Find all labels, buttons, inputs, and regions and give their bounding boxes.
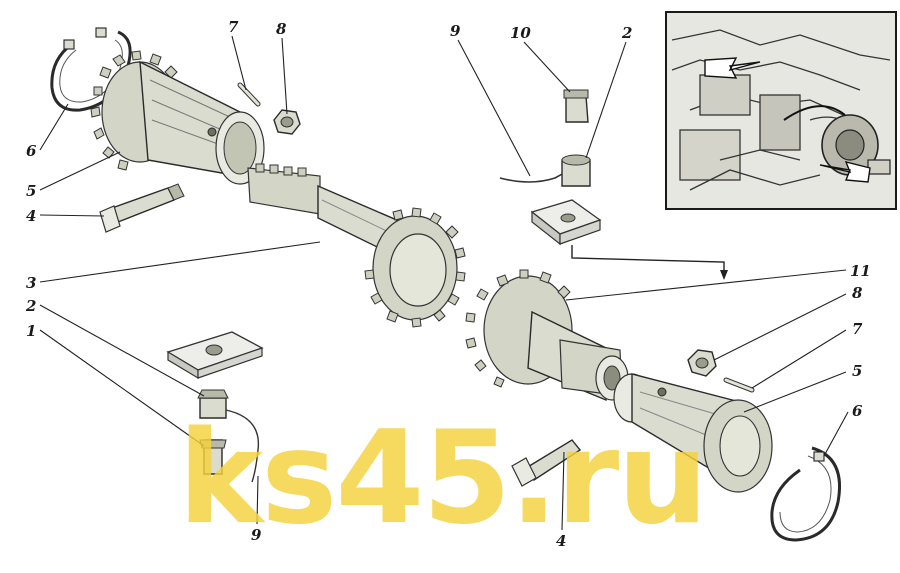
- callout-3-left: 3: [26, 274, 36, 292]
- fitting-mid: [561, 154, 591, 187]
- callout-2-mid-top: 2: [621, 24, 632, 42]
- plug-mid: [563, 89, 589, 123]
- callout-7-right: 7: [852, 320, 863, 338]
- callout-10-mid-top: 10: [510, 24, 531, 42]
- retaining-ring-right: [770, 446, 841, 542]
- callout-9-mid-top: 9: [450, 22, 461, 40]
- callout-4-left: 4: [26, 207, 36, 225]
- shim-plate-mid: [530, 199, 602, 246]
- wire-mid: [499, 167, 573, 183]
- callout-numbers: 7 8 6 5 4 3 2 1 9 9 10 2 11 8 7 5 6 4: [25, 18, 871, 550]
- callout-6-left: 6: [26, 142, 37, 160]
- engine-inset-photo: [665, 11, 897, 210]
- shaft-gear-right: [465, 269, 629, 402]
- callout-5-left: 5: [26, 182, 36, 200]
- callout-1-left: 1: [26, 322, 36, 340]
- bolt-right: [511, 439, 582, 487]
- leader-lines: [39, 35, 849, 531]
- nut-right: [687, 349, 717, 377]
- callout-9-bottom-left: 9: [251, 526, 262, 544]
- callout-11-right: 11: [850, 262, 871, 280]
- nut-left: [273, 109, 301, 135]
- pin-left: [237, 82, 261, 107]
- callout-2-left: 2: [25, 297, 36, 315]
- fitting-left: [197, 389, 260, 483]
- flow-arrow: [571, 245, 728, 280]
- callout-7-top-left: 7: [228, 18, 239, 36]
- shaft-left: [247, 163, 466, 328]
- gear-sleeve-left: [90, 50, 265, 185]
- pin-right: [723, 377, 755, 393]
- callout-5-right: 5: [852, 362, 862, 380]
- bolt-left: [99, 183, 185, 233]
- callout-4-bottom-right: 4: [556, 532, 566, 550]
- gear-sleeve-right: [613, 373, 773, 493]
- callout-8-top-left: 8: [276, 20, 287, 38]
- callout-6-right: 6: [852, 402, 863, 420]
- site-watermark: ks45.ru: [178, 404, 706, 553]
- callout-8-right: 8: [852, 284, 863, 302]
- shim-plate-left: [166, 331, 264, 380]
